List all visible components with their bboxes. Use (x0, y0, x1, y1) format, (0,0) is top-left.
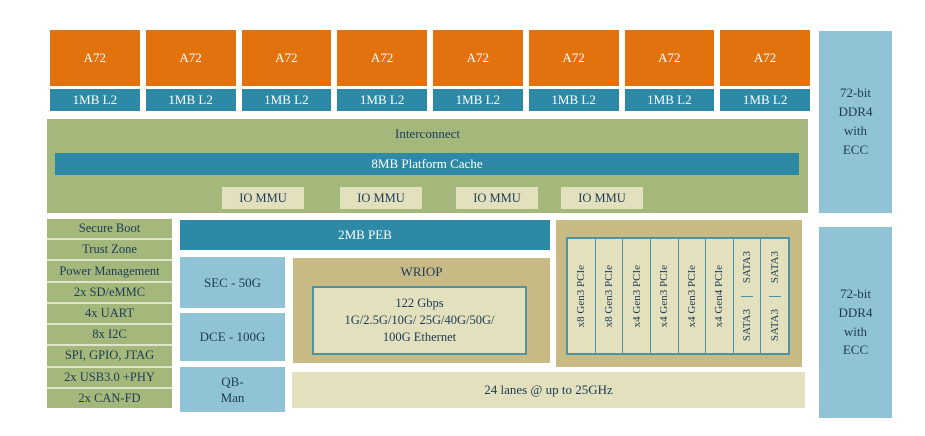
io-mmu-block: IO MMU (340, 187, 422, 209)
pcie-lane-block: x4 Gen3 PCIe (649, 239, 678, 353)
pcie-lane-block: x4 Gen4 PCIe (705, 239, 733, 353)
io-mmu-block: IO MMU (456, 187, 538, 209)
ddr4-controller-top: 72-bit DDR4 with ECC (819, 31, 892, 213)
wriop-label: WRIOP (400, 264, 443, 279)
sata-label: SATA3 (768, 308, 781, 341)
sata-label: SATA3 (741, 308, 754, 341)
io-mmu-block: IO MMU (561, 187, 643, 209)
cpu-core-column: A72 1MB L2 (337, 30, 427, 111)
cpu-core-column: A72 1MB L2 (624, 30, 715, 111)
l2-cache-block: 1MB L2 (528, 89, 619, 111)
core-a72-block: A72 (720, 30, 810, 86)
core-a72-block: A72 (433, 30, 523, 86)
qbman-block: QB- Man (180, 367, 285, 412)
core-a72-block: A72 (624, 30, 715, 86)
peripheral-secure-boot: Secure Boot (47, 219, 172, 239)
interconnect-label: Interconnect (395, 126, 460, 141)
pcie-lane-label: x4 Gen3 PCIe (658, 264, 671, 328)
l2-cache-block: 1MB L2 (337, 89, 427, 111)
pcie-lane-block: x8 Gen3 PCIe (568, 239, 595, 353)
pcie-lane-block: x4 Gen3 PCIe (622, 239, 650, 353)
interconnect-block: Interconnect 8MB Platform Cache IO MMU I… (47, 119, 808, 213)
l2-cache-block: 1MB L2 (433, 89, 523, 111)
peripheral-spi-gpio-jtag: SPI, GPIO, JTAG (47, 344, 172, 366)
l2-cache-block: 1MB L2 (720, 89, 810, 111)
peripheral-sd-emmc: 2x SD/eMMC (47, 280, 172, 302)
serdes-block: x8 Gen3 PCIe x8 Gen3 PCIe x4 Gen3 PCIe x… (556, 220, 802, 367)
cpu-core-column: A72 1MB L2 (433, 30, 523, 111)
core-a72-block: A72 (528, 30, 619, 86)
core-a72-block: A72 (241, 30, 332, 86)
peripheral-usb3: 2x USB3.0 +PHY (47, 365, 172, 387)
l2-cache-block: 1MB L2 (241, 89, 332, 111)
core-a72-block: A72 (50, 30, 140, 86)
pcie-lane-label: x4 Gen3 PCIe (630, 264, 643, 328)
core-a72-block: A72 (145, 30, 236, 86)
sata-block: SATA3 (768, 295, 781, 354)
peripheral-trust-zone: Trust Zone (47, 238, 172, 260)
peripherals-panel: Secure Boot Trust Zone Power Management … (47, 219, 172, 408)
peripheral-i2c: 8x I2C (47, 323, 172, 345)
ddr4-controller-bottom: 72-bit DDR4 with ECC (819, 227, 892, 418)
peb-block: 2MB PEB (180, 220, 550, 250)
io-mmu-block: IO MMU (222, 187, 304, 209)
dce-accelerator-block: DCE - 100G (180, 313, 285, 361)
sata-block: SATA3 (741, 239, 753, 296)
cpu-core-column: A72 1MB L2 (50, 30, 140, 111)
core-a72-block: A72 (337, 30, 427, 86)
sata-block: SATA3 (741, 295, 754, 354)
peripheral-uart: 4x UART (47, 301, 172, 324)
sata-label: SATA3 (768, 251, 781, 284)
serdes-lanes-grid: x8 Gen3 PCIe x8 Gen3 PCIe x4 Gen3 PCIe x… (566, 237, 790, 355)
cpu-core-column: A72 1MB L2 (720, 30, 810, 111)
serdes-lanes-bar: 24 lanes @ up to 25GHz (292, 372, 805, 408)
ethernet-rates-block: 122 Gbps 1G/2.5G/10G/ 25G/40G/50G/ 100G … (312, 286, 527, 355)
wriop-block: WRIOP 122 Gbps 1G/2.5G/10G/ 25G/40G/50G/… (293, 258, 550, 363)
pcie-lane-label: x4 Gen4 PCIe (713, 264, 726, 328)
peripheral-can-fd: 2x CAN-FD (47, 386, 172, 408)
l2-cache-block: 1MB L2 (145, 89, 236, 111)
pcie-lane-label: x8 Gen3 PCIe (602, 264, 615, 328)
pcie-lane-label: x8 Gen3 PCIe (575, 264, 588, 328)
cpu-cluster: A72 1MB L2 A72 1MB L2 A72 1MB L2 A72 1MB… (50, 30, 810, 111)
sata-block: SATA3 (769, 239, 781, 296)
cpu-core-column: A72 1MB L2 (528, 30, 619, 111)
sata-label: SATA3 (741, 251, 754, 284)
l2-cache-block: 1MB L2 (50, 89, 140, 111)
pcie-lane-block: x8 Gen3 PCIe (594, 239, 623, 353)
sata-column: SATA3 SATA3 (732, 239, 761, 354)
l2-cache-block: 1MB L2 (624, 89, 715, 111)
cpu-core-column: A72 1MB L2 (145, 30, 236, 111)
platform-cache-block: 8MB Platform Cache (55, 153, 799, 175)
sec-accelerator-block: SEC - 50G (180, 257, 285, 308)
pcie-lane-label: x4 Gen3 PCIe (685, 264, 698, 328)
peripheral-power-management: Power Management (47, 259, 172, 281)
sata-column: SATA3 SATA3 (760, 239, 788, 353)
pcie-lane-block: x4 Gen3 PCIe (677, 239, 706, 353)
cpu-core-column: A72 1MB L2 (241, 30, 332, 111)
